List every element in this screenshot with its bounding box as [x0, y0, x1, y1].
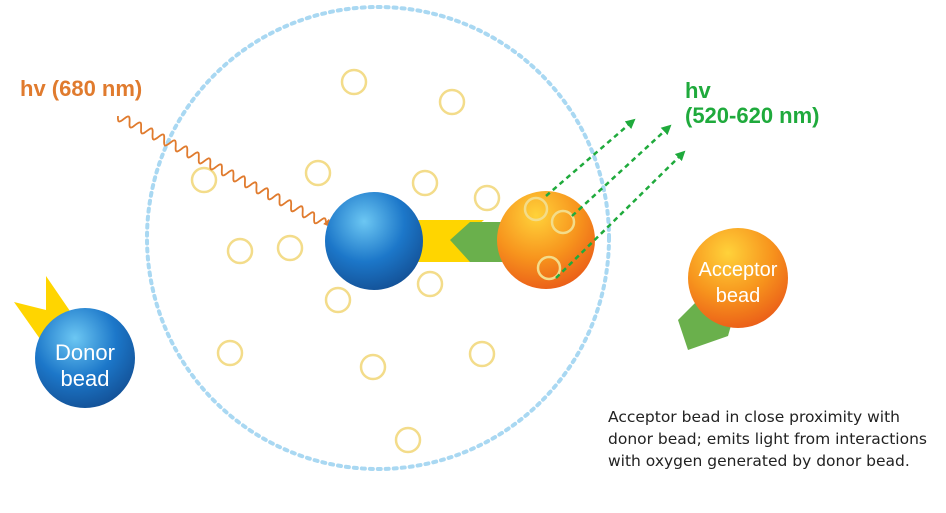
oxygen-bubble: [340, 68, 368, 96]
oxygen-bubbles: [190, 68, 501, 454]
emission-arrow: [545, 118, 636, 197]
donor-label-line1: Donor: [55, 340, 115, 365]
excitation-wave: [116, 115, 332, 228]
oxygen-bubble: [523, 196, 549, 222]
oxygen-bubble: [216, 339, 244, 367]
emission-arrow: [555, 150, 686, 279]
oxygen-bubble: [550, 209, 576, 235]
oxygen-bubble: [438, 88, 466, 116]
acceptor-oxygen-bubbles: [523, 196, 576, 281]
emission-label-line1: hv: [685, 78, 711, 103]
emission-arrow: [571, 124, 672, 217]
oxygen-bubble: [359, 353, 387, 381]
emission-arrows: [545, 118, 686, 279]
oxygen-bubble: [226, 237, 254, 265]
oxygen-bubble: [536, 255, 562, 281]
oxygen-bubble: [411, 169, 439, 197]
acceptor-bead-binder: [678, 300, 732, 350]
oxygen-bubble: [468, 340, 496, 368]
acceptor-label-line2: bead: [716, 285, 761, 307]
donor-bead-central: [325, 192, 423, 290]
oxygen-bubble: [190, 166, 218, 194]
donor-label-line2: bead: [61, 366, 110, 391]
oxygen-bubble: [324, 286, 352, 314]
oxygen-bubble: [394, 426, 422, 454]
donor-bead: [35, 308, 135, 408]
oxygen-bubble: [304, 159, 332, 187]
oxygen-bubble: [276, 234, 304, 262]
oxygen-bubble: [473, 184, 501, 212]
caption: Acceptor bead in close proximity with do…: [608, 408, 927, 470]
emission-label-line2: (520-620 nm): [685, 103, 820, 128]
proximity-ring: [145, 5, 611, 471]
excitation-label: hv (680 nm): [20, 76, 142, 101]
acceptor-label-line1: Acceptor: [699, 259, 778, 281]
acceptor-bead: [688, 228, 788, 328]
oxygen-bubble: [416, 270, 444, 298]
